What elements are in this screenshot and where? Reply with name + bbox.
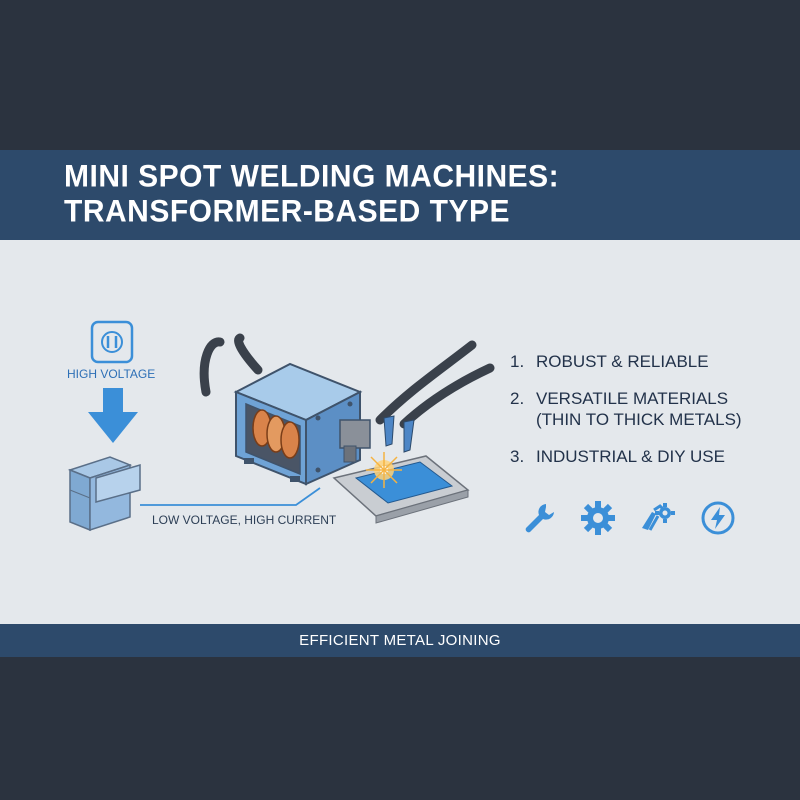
- footer-banner: [0, 624, 800, 657]
- feature-item-2: 2. VERSATILE MATERIALS: [510, 389, 728, 409]
- title-line-1: MINI SPOT WELDING MACHINES:: [64, 159, 560, 194]
- low-voltage-label: LOW VOLTAGE, HIGH CURRENT: [152, 513, 337, 527]
- work-plate: [332, 455, 470, 524]
- feature-item-3: 3. INDUSTRIAL & DIY USE: [510, 447, 725, 467]
- gear-icon: [581, 501, 615, 535]
- tools-gear-icon: [642, 503, 675, 531]
- feature-number: 1.: [510, 352, 525, 371]
- main-panel: [0, 240, 800, 624]
- down-arrow-icon: [88, 388, 138, 443]
- wrench-icon: [525, 504, 554, 533]
- spot-welder-machine: [233, 362, 415, 486]
- feature-text: INDUSTRIAL & DIY USE: [536, 447, 725, 466]
- feature-item-1: 1. ROBUST & RELIABLE: [510, 352, 709, 372]
- top-background: [0, 0, 800, 150]
- transformer-icon: [67, 456, 141, 532]
- bottom-background: [0, 657, 800, 800]
- feature-number: 3.: [510, 447, 525, 466]
- high-voltage-label: HIGH VOLTAGE: [67, 367, 156, 381]
- lightning-icon: [701, 501, 735, 535]
- power-outlet-icon: [90, 320, 134, 364]
- feature-text: VERSATILE MATERIALS: [536, 389, 729, 408]
- title-banner: [0, 150, 800, 240]
- cables: [199, 333, 495, 429]
- title-line-2: TRANSFORMER-BASED TYPE: [64, 194, 511, 229]
- feature-item-2-sub: (THIN TO THICK METALS): [536, 410, 742, 429]
- feature-number: 2.: [510, 389, 525, 408]
- weld-spark: [366, 452, 402, 488]
- feature-text: ROBUST & RELIABLE: [536, 352, 709, 371]
- footer-text: EFFICIENT METAL JOINING: [299, 632, 501, 649]
